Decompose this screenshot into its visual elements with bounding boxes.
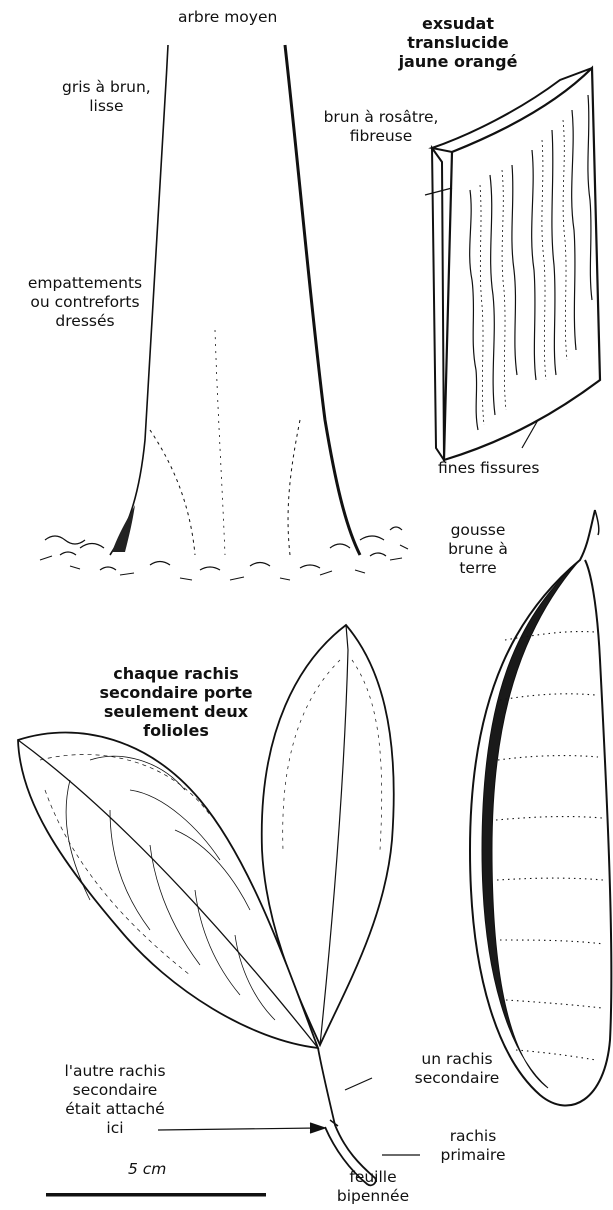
label-fissures: fines fissures [438,459,540,478]
label-bark-color: gris à brun, lisse [62,78,151,116]
scale-bar [46,1193,266,1197]
label-scale: 5 cm [128,1160,166,1179]
label-tree-size: arbre moyen [178,8,277,27]
pointer-lines [158,1078,420,1155]
label-exudate: exsudat translucide jaune orangé [388,14,528,71]
label-slash: brun à rosâtre, fibreuse [302,108,460,146]
label-primary-rachis: rachis primaire [428,1127,518,1165]
label-secondary-rachis: un rachis secondaire [382,1050,532,1088]
label-pod: gousse brune à terre [428,521,528,578]
label-buttress: empattements ou contreforts dressés [0,274,170,331]
label-other-rachis: l'autre rachis secondaire était attaché … [40,1062,190,1138]
label-leaflets-note: chaque rachis secondaire porte seulement… [82,664,270,740]
label-leaf-type: feuille bipennée [318,1168,428,1206]
seed-pod [470,510,611,1106]
